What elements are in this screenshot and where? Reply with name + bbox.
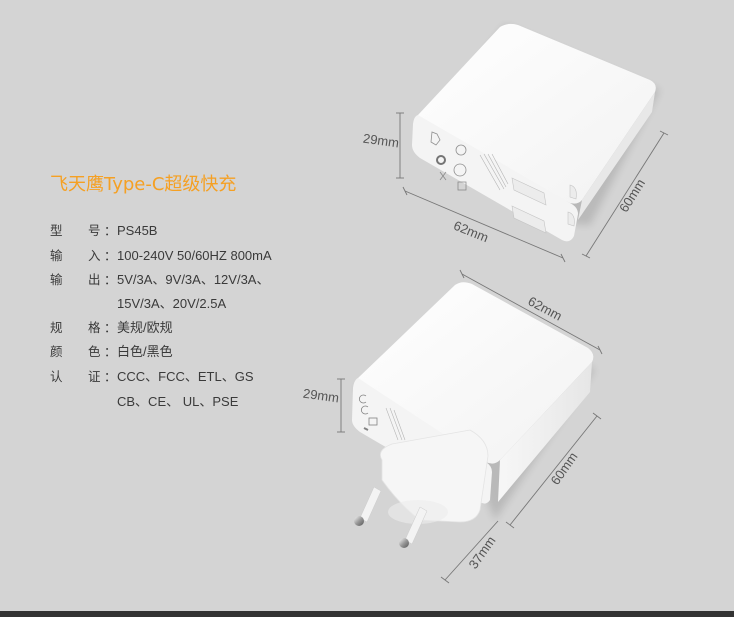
us-charger-image <box>412 23 660 242</box>
spec-value: CCC、FCC、ETL、GS <box>117 369 254 384</box>
bottom-bar <box>0 611 734 617</box>
us-dimension-lines <box>396 112 669 263</box>
spec-value: 美规/欧规 <box>117 320 173 335</box>
spec-value: 白色/黑色 <box>117 344 173 359</box>
spec-value: PS45B <box>117 223 158 238</box>
spec-value: CB、CE、 UL、PSE <box>117 394 239 409</box>
eu-charger-image <box>352 282 595 548</box>
spec-value: 5V/3A、9V/3A、12V/3A、 <box>117 272 270 287</box>
product-title: 飞天鹰Type-C超级快充 <box>50 174 237 195</box>
spec-value: 100-240V 50/60HZ 800mA <box>117 248 272 263</box>
spec-value: 15V/3A、20V/2.5A <box>117 296 227 311</box>
eu-dimension-lines <box>337 269 603 584</box>
eu-plug-pins <box>354 486 428 548</box>
